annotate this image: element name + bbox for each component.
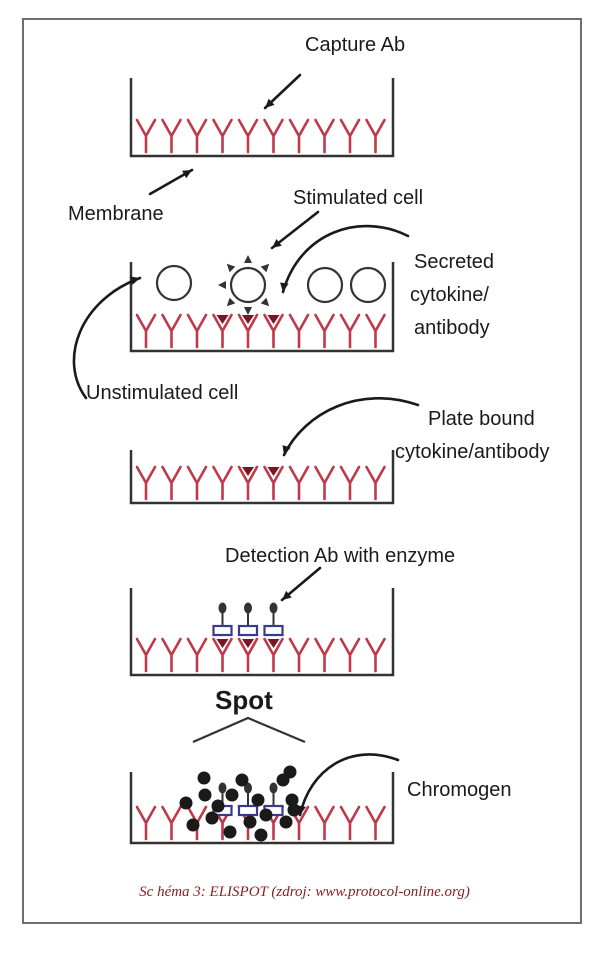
capture-antibody-icon [188, 120, 206, 152]
secreted-cytokine-icon [227, 298, 235, 306]
capture-antibody-icon [341, 639, 359, 671]
capture-antibody-icon [341, 467, 359, 499]
capture-antibody-icon [316, 639, 334, 671]
figure-caption: Sc héma 3: ELISPOT (zdroj: www.protocol-… [0, 884, 609, 901]
stimulated-cell-icon [231, 268, 265, 302]
secreted-cytokine-icon [244, 307, 252, 315]
detection-antibody-icon-box [214, 626, 232, 635]
capture-antibody-icon [137, 467, 155, 499]
capture-antibody-icon [367, 120, 385, 152]
chromogen-dot-icon [244, 816, 257, 829]
capture-antibody-icon [163, 639, 181, 671]
capture-antibody-icon [367, 639, 385, 671]
capture-antibody-icon [290, 467, 308, 499]
capture-antibody-icon [290, 315, 308, 347]
chromogen-dot-icon [226, 789, 239, 802]
capture-antibody-icon [188, 467, 206, 499]
detection-antibody-icon-enzyme [219, 603, 227, 614]
capture-antibody-icon [341, 315, 359, 347]
capture-antibody-icon [188, 315, 206, 347]
label-detection-ab: Detection Ab with enzyme [225, 544, 455, 568]
detection-antibody-icon-box [265, 626, 283, 635]
label-unstimulated-cell: Unstimulated cell [86, 381, 238, 405]
unstimulated-cell-icon [157, 266, 191, 300]
capture-antibody-icon [290, 120, 308, 152]
capture-antibody-icon [137, 639, 155, 671]
label-chromogen: Chromogen [407, 778, 512, 802]
label-secreted-line1: Secreted [414, 250, 494, 274]
unstimulated-cell-icon [351, 268, 385, 302]
chromogen-dot-icon [255, 829, 268, 842]
chromogen-dot-icon [180, 797, 193, 810]
chromogen-dot-icon [288, 804, 301, 817]
capture-antibody-icon [163, 315, 181, 347]
label-membrane: Membrane [68, 202, 164, 226]
detection-antibody-icon-enzyme [219, 783, 227, 794]
chromogen-dot-icon [252, 794, 265, 807]
capture-antibody-icon [367, 315, 385, 347]
chromogen-dot-icon [224, 826, 237, 839]
spot-bracket-line [193, 718, 305, 742]
detection-antibody-icon-box [239, 626, 257, 635]
label-secreted-line2: cytokine/ [410, 283, 489, 307]
label-secreted-line3: antibody [414, 316, 490, 340]
chromogen-dot-icon [236, 774, 249, 787]
label-plate-bound-line1: Plate bound [428, 407, 535, 431]
capture-antibody-icon [341, 120, 359, 152]
detection-antibody-icon-enzyme [270, 783, 278, 794]
chromogen-dot-icon [212, 800, 225, 813]
chromogen-dot-icon [284, 766, 297, 779]
label-stimulated-cell: Stimulated cell [293, 186, 423, 210]
capture-antibody-icon [137, 120, 155, 152]
secreted-cytokine-icon [218, 281, 226, 289]
detection-antibody-icon-enzyme [244, 603, 252, 614]
arrow-chromogen [300, 754, 398, 815]
arrow-secreted [283, 226, 408, 292]
capture-antibody-icon [341, 807, 359, 839]
capture-antibody-icon [290, 639, 308, 671]
capture-antibody-icon [188, 639, 206, 671]
capture-antibody-icon [367, 467, 385, 499]
detection-antibody-icon-box [239, 806, 257, 815]
label-plate-bound-line2: cytokine/antibody [395, 440, 550, 464]
secreted-cytokine-icon [227, 264, 235, 272]
capture-antibody-icon [137, 315, 155, 347]
unstimulated-cell-icon [308, 268, 342, 302]
cells-layer [157, 255, 385, 315]
capture-antibody-icon [316, 315, 334, 347]
chromogen-dot-icon [198, 772, 211, 785]
secreted-cytokine-icon [244, 255, 252, 263]
chromogen-dot-icon [187, 819, 200, 832]
chromogen-dot-icon [206, 812, 219, 825]
capture-antibody-icon [214, 467, 232, 499]
capture-antibody-icon [316, 467, 334, 499]
chromogen-dot-icon [280, 816, 293, 829]
capture-antibody-icon [137, 807, 155, 839]
capture-antibody-icon [239, 120, 257, 152]
capture-antibody-icon [214, 120, 232, 152]
label-spot: Spot [215, 688, 273, 712]
label-capture-ab: Capture Ab [305, 33, 405, 57]
secreted-cytokine-icon [261, 298, 269, 306]
detection-antibody-icon-enzyme [270, 603, 278, 614]
capture-antibody-icon [163, 467, 181, 499]
spot-bracket [193, 718, 305, 742]
secreted-cytokine-icon [261, 264, 269, 272]
capture-antibody-icon [367, 807, 385, 839]
capture-antibody-icon [163, 807, 181, 839]
chromogen-dot-icon [199, 789, 212, 802]
chromogen-dot-icon [260, 809, 273, 822]
capture-antibody-icon [163, 120, 181, 152]
capture-antibody-icon [316, 120, 334, 152]
capture-antibody-icon [316, 807, 334, 839]
capture-antibody-icon [265, 120, 283, 152]
